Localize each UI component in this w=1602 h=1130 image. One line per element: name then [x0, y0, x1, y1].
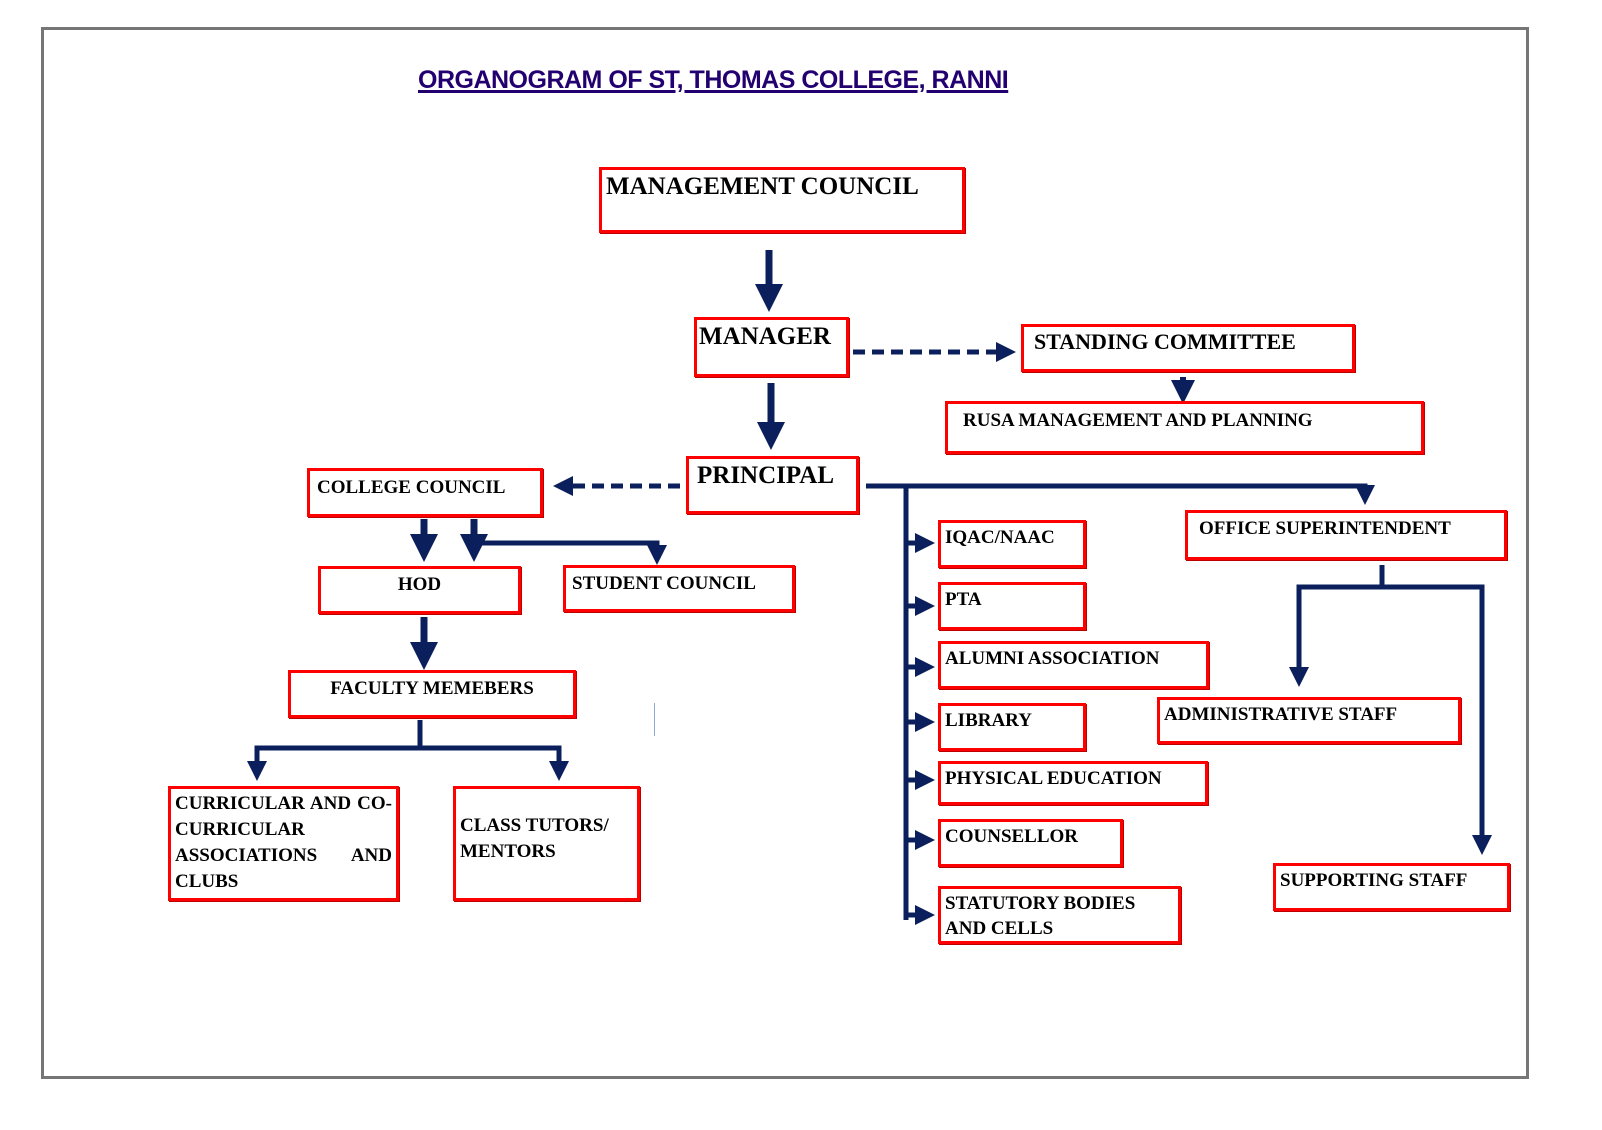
page-frame [41, 27, 1529, 1079]
node-curricular: CURRICULAR AND CO-CURRICULAR ASSOCIATION… [168, 786, 399, 901]
node-rusa: RUSA MANAGEMENT AND PLANNING [945, 401, 1424, 454]
node-alumni: ALUMNI ASSOCIATION [938, 641, 1209, 689]
node-statutory: STATUTORY BODIES AND CELLS [938, 886, 1181, 944]
node-physical-education: PHYSICAL EDUCATION [938, 761, 1208, 805]
node-manager: MANAGER [694, 317, 849, 377]
node-counsellor: COUNSELLOR [938, 819, 1123, 867]
node-iqac: IQAC/NAAC [938, 520, 1086, 568]
node-management-council: MANAGEMENT COUNCIL [599, 167, 965, 233]
node-college-council: COLLEGE COUNCIL [307, 468, 543, 517]
node-hod: HOD [318, 566, 521, 614]
node-pta: PTA [938, 582, 1086, 630]
node-library: LIBRARY [938, 703, 1086, 751]
node-administrative-staff: ADMINISTRATIVE STAFF [1157, 697, 1461, 744]
node-supporting-staff: SUPPORTING STAFF [1273, 863, 1510, 911]
node-principal: PRINCIPAL [686, 456, 859, 514]
node-office-superintendent: OFFICE SUPERINTENDENT [1185, 510, 1507, 560]
text-cursor-artifact [654, 703, 655, 736]
node-standing-committee: STANDING COMMITTEE [1021, 324, 1355, 372]
node-class-tutors: CLASS TUTORS/ MENTORS [453, 786, 640, 901]
node-faculty-members: FACULTY MEMEBERS [288, 670, 576, 718]
node-student-council: STUDENT COUNCIL [563, 565, 795, 612]
chart-title: ORGANOGRAM OF ST, THOMAS COLLEGE, RANNI [418, 66, 1009, 94]
